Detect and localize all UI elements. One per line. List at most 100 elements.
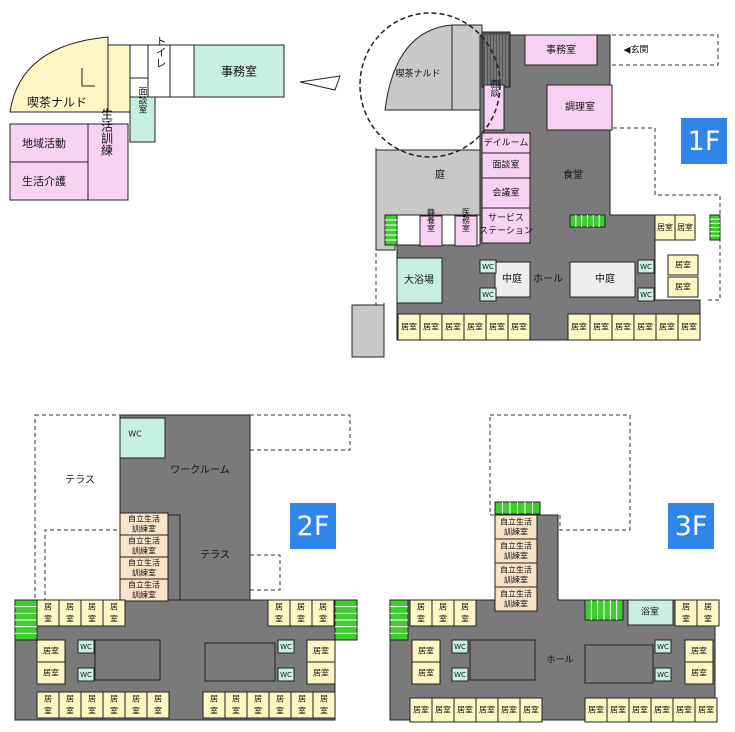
resident-room-label: 居 [110, 695, 118, 704]
terrace-label: テラス [200, 549, 230, 561]
medical-room [454, 215, 478, 247]
garden-label: 庭 [435, 168, 445, 181]
resident-room-label: 室 [439, 614, 447, 624]
toilet-room [129, 44, 195, 98]
resident-room [36, 661, 66, 685]
resident-room-label: 室 [154, 706, 162, 716]
resident-room-label: 居 [275, 603, 283, 612]
resident-room-label: 居室 [691, 646, 707, 656]
corridor-outline [94, 639, 161, 681]
resident-room-label: 居 [704, 603, 712, 612]
resident-room-label: 居室 [467, 322, 483, 332]
wc-room [277, 667, 295, 682]
interview-room [129, 96, 156, 143]
resident-room-label: 居室 [675, 260, 691, 270]
resident-room-label: 居 [276, 695, 284, 704]
community-label: 地域活動 [22, 136, 66, 150]
resident-room-label: 室 [320, 706, 328, 716]
resident-room-label: 居 [154, 695, 162, 704]
wc-label: WC [640, 263, 652, 271]
office-room [193, 44, 285, 98]
resident-room-label: 居 [88, 695, 96, 704]
resident-room [677, 313, 701, 341]
cafe-ext-gray [451, 24, 483, 111]
interview-small-label: 面談 [489, 79, 500, 98]
resident-room [667, 276, 699, 298]
resident-room-label: 室 [66, 614, 74, 624]
training-room-label: 自立生活 [128, 536, 160, 546]
resident-room-label: 室 [276, 706, 284, 716]
corridor-outline [469, 639, 536, 681]
wc-label: WC [280, 671, 292, 679]
resident-room-label: 居 [44, 695, 52, 704]
resident-room-label: 居 [319, 603, 327, 612]
resident-room [312, 691, 336, 719]
resident-room-label: 居室 [489, 322, 505, 332]
resident-room-label: 居室 [654, 705, 670, 715]
courtyard-label: 中庭 [595, 272, 615, 285]
resident-room-label: 居室 [637, 322, 653, 332]
resident-room-label: 室 [682, 614, 690, 624]
resident-room-label: 居室 [659, 322, 675, 332]
resident-room-label: 居 [232, 695, 240, 704]
office-room [524, 34, 598, 66]
wc-label: WC [128, 430, 142, 439]
resident-room-label: 居室 [435, 705, 451, 715]
hall-label: ホール [533, 273, 563, 285]
kitchen-room [546, 84, 613, 131]
bathroom [627, 599, 674, 626]
training-room-label: 自立生活 [128, 514, 160, 524]
courtyard-west [494, 261, 531, 298]
wc-room [654, 667, 672, 682]
resident-room [453, 599, 477, 627]
meeting-label: 会議室 [492, 187, 519, 199]
wc-label: WC [657, 643, 669, 651]
resident-room-label: 居室 [675, 282, 691, 292]
floor-badge-3f: 3F [668, 503, 714, 549]
bath-room [396, 257, 443, 304]
corridor-outline [584, 644, 654, 684]
training-room-label: 自立生活 [500, 589, 532, 599]
resident-room-label: 居室 [571, 322, 587, 332]
resident-room-label: 居室 [501, 705, 517, 715]
callout-circle [359, 12, 501, 158]
floor-3-plan: 自立生活訓練室自立生活訓練室自立生活訓練室自立生活訓練室浴室居室居室居室居室居室… [389, 414, 720, 723]
wc-room [77, 667, 95, 682]
resident-room-label: 居 [439, 603, 447, 612]
resident-room [674, 214, 696, 241]
quiet-room [419, 215, 443, 247]
resident-room-label: 居 [88, 603, 96, 612]
resident-room-label: 居室 [445, 322, 461, 332]
resident-room-label: 居 [66, 695, 74, 704]
wc-room [654, 639, 672, 654]
resident-room-label: 居室 [691, 668, 707, 678]
interview-room [481, 152, 531, 179]
resident-room-label: 室 [210, 706, 218, 716]
training-room-label: 訓練室 [504, 551, 528, 561]
resident-room-label: 居 [110, 603, 118, 612]
resident-room-label: 居室 [698, 705, 714, 715]
resident-room-label: 居室 [313, 668, 329, 678]
resident-room-label: 室 [461, 614, 469, 624]
courtyard-east [569, 261, 636, 298]
cafe-area [9, 36, 109, 113]
resident-room-label: 室 [275, 614, 283, 624]
cafe-extension [107, 44, 131, 113]
service-station [481, 207, 531, 244]
resident-room-label: 居室 [523, 705, 539, 715]
resident-room [667, 254, 699, 276]
training-room-label: 訓練室 [132, 546, 156, 556]
resident-room [694, 697, 718, 723]
meeting-room [481, 177, 531, 209]
counter-mark [81, 68, 95, 87]
resident-room-label: 室 [297, 614, 305, 624]
resident-room-label: 居 [298, 695, 306, 704]
resident-room-label: 居室 [615, 322, 631, 332]
wc-label: WC [640, 291, 652, 299]
corridor-outline [204, 642, 276, 682]
medical-label: 医務室 [462, 208, 471, 232]
entrance-label: ◀玄関 [624, 44, 649, 56]
resident-room-label: 室 [417, 614, 425, 624]
resident-room [311, 599, 335, 627]
station-label: ステーション [479, 226, 533, 237]
